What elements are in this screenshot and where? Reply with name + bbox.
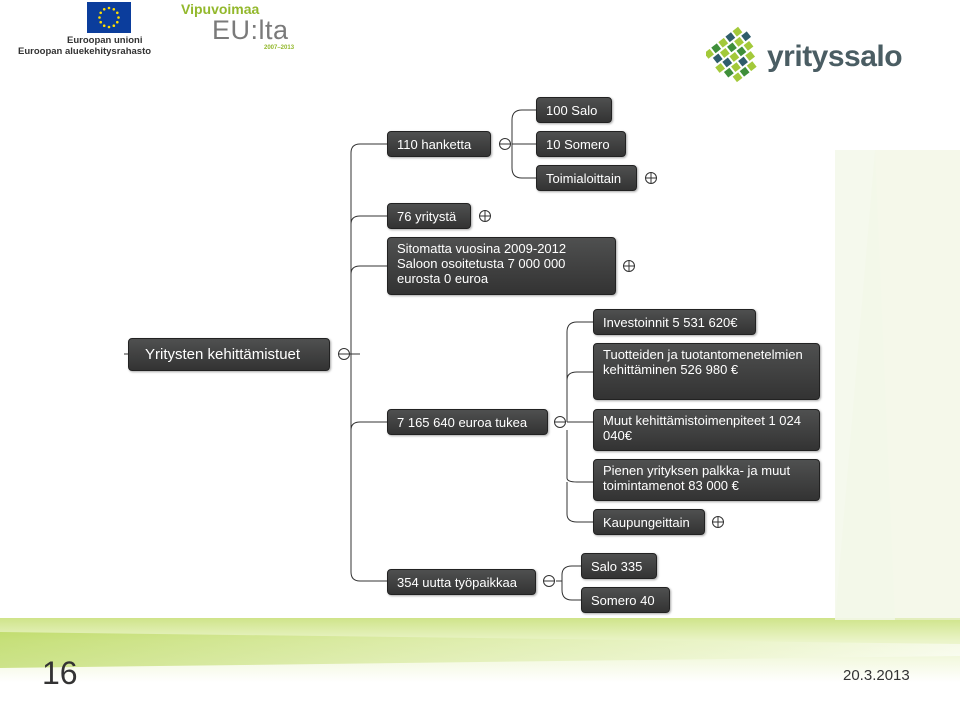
node-110-hanketta[interactable]: 110 hanketta [387, 131, 491, 157]
node-toimialoittain[interactable]: Toimialoittain [536, 165, 637, 191]
vipuvoimaa-logo-main: EU:lta [212, 15, 289, 45]
node-investoinnit[interactable]: Investoinnit 5 531 620€ [593, 309, 756, 335]
node-354-uutta-tyopaikkaa[interactable]: 354 uutta työpaikkaa [387, 569, 536, 595]
node-muut-kehittamistoimenpiteet[interactable]: Muut kehittämistoimenpiteet 1 024 040€ [593, 409, 820, 451]
slide-date: 20.3.2013 [843, 667, 910, 684]
node-7165640-euroa-tukea[interactable]: 7 165 640 euroa tukea [387, 409, 548, 435]
decorative-swoosh [835, 150, 960, 620]
node-somero-40[interactable]: Somero 40 [581, 587, 670, 613]
node-salo-335[interactable]: Salo 335 [581, 553, 657, 579]
node-100-salo[interactable]: 100 Salo [536, 97, 612, 123]
yrityssalo-logo-text: yrityssalo [767, 40, 903, 73]
node-sitomatta[interactable]: Sitomatta vuosina 2009-2012 Saloon osoit… [387, 237, 616, 295]
eu-logo-line2: Euroopan aluekehitysrahasto [18, 46, 152, 57]
vipuvoimaa-logo-years: 2007–2013 [264, 45, 295, 51]
node-yritysten-kehittamistuet[interactable]: Yritysten kehittämistuet [128, 338, 330, 371]
node-tuotteiden-kehittaminen[interactable]: Tuotteiden ja tuotantomenetelmien kehitt… [593, 343, 820, 400]
node-pienen-yrityksen[interactable]: Pienen yrityksen palkka- ja muut toimint… [593, 459, 820, 501]
slide-number: 16 [42, 655, 78, 691]
yrityssalo-logo-icon [706, 26, 757, 83]
eu-flag-icon [87, 2, 131, 33]
node-kaupungeittain[interactable]: Kaupungeittain [593, 509, 705, 535]
node-76-yritysta[interactable]: 76 yritystä [387, 203, 471, 229]
vipuvoimaa-logo-title: Vipuvoimaa [181, 1, 260, 17]
node-10-somero[interactable]: 10 Somero [536, 131, 626, 157]
eu-logo-line1: Euroopan unioni [67, 35, 143, 46]
